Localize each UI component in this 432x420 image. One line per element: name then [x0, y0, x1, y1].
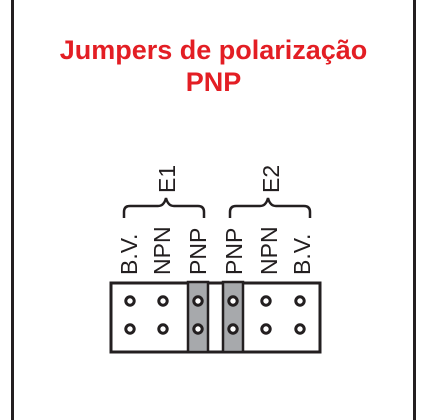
pin-r1-c6 — [294, 295, 306, 307]
e1-group-label: E1 — [154, 165, 180, 193]
e1-label-bv: B.V. — [116, 234, 142, 275]
jumper-bridge-1 — [186, 280, 210, 354]
pin-r1-c3 — [192, 295, 204, 307]
e2-group-label: E2 — [258, 165, 284, 193]
pin-header — [109, 280, 322, 354]
diagram-title-line-1: Jumpers de polarização — [59, 35, 368, 65]
pin-header-outline — [109, 281, 322, 354]
pin-r2-c1 — [124, 323, 136, 335]
pin-r2-c6 — [294, 323, 306, 335]
e1-label-npn: NPN — [149, 226, 175, 275]
pin-r2-c3 — [192, 323, 204, 335]
pin-r2-c5 — [260, 323, 272, 335]
group-e2: E2 PNP NPN B.V. — [221, 165, 315, 275]
frame-left-border — [11, 0, 14, 420]
e1-label-pnp: PNP — [185, 228, 211, 275]
pin-r1-c1 — [124, 295, 136, 307]
e2-brace — [228, 197, 312, 218]
pin-r1-c2 — [157, 295, 169, 307]
frame-right-border — [413, 0, 416, 420]
diagram-title-line-2: PNP — [185, 67, 242, 97]
pin-r1-c4 — [227, 295, 239, 307]
e2-label-npn: NPN — [256, 226, 282, 275]
e2-label-bv: B.V. — [289, 234, 315, 275]
e1-brace — [122, 197, 206, 218]
pin-r2-c4 — [227, 323, 239, 335]
jumper-bridge-2 — [221, 280, 245, 354]
pin-r1-c5 — [260, 295, 272, 307]
group-e1: E1 B.V. NPN PNP — [116, 165, 211, 275]
pin-r2-c2 — [157, 323, 169, 335]
e2-label-pnp: PNP — [221, 228, 247, 275]
